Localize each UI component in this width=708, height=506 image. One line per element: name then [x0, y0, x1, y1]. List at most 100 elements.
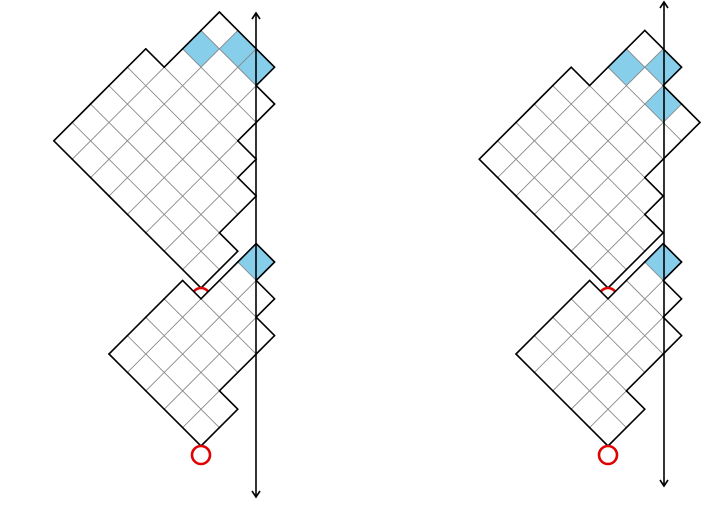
diagram-outline: [662, 242, 683, 263]
diagram-outline: [89, 84, 110, 105]
diagram-outline: [662, 261, 683, 282]
diagram-outline: [237, 195, 258, 216]
left-top-diagram: [52, 11, 276, 308]
diagram-outline: [515, 334, 536, 355]
diagram-outline: [237, 242, 258, 263]
diagram-outline: [551, 232, 573, 252]
diagram-outline: [108, 353, 129, 374]
diagram-outline: [478, 158, 499, 179]
diagram-outline: [255, 242, 276, 263]
diagram-outline: [662, 47, 683, 68]
left-vertical-axis: [251, 11, 261, 499]
diagram-outline: [52, 121, 73, 142]
diagram-outline: [533, 84, 554, 105]
diagram-outline: [643, 242, 665, 263]
diagram-outline: [515, 195, 536, 216]
diagram-outline: [108, 195, 129, 216]
diagram-outline: [496, 121, 517, 142]
diagram-outline: [255, 47, 276, 68]
diagram-outline: [237, 121, 258, 142]
diagram-outline: [145, 389, 165, 411]
diagram-outline: [200, 268, 221, 289]
diagram-outline: [643, 353, 665, 374]
diagram-outline: [200, 279, 221, 300]
diagram-outline: [662, 140, 683, 160]
diagram-outline: [145, 297, 165, 319]
diagram-outline: [625, 408, 646, 429]
diagram-outline: [662, 84, 683, 105]
diagram-outline: [662, 279, 683, 300]
diagram-outline: [680, 121, 701, 142]
diagram-outline: [126, 47, 147, 68]
arrow-down-icon: [659, 479, 669, 488]
diagram-outline: [181, 29, 202, 50]
diagram-outline: [218, 11, 239, 32]
diagram-outline: [163, 47, 184, 68]
diagram-outline: [680, 103, 701, 124]
left-bottom-diagram: [108, 242, 276, 466]
diagram-outline: [108, 334, 129, 355]
diagram-outline: [126, 213, 147, 234]
diagram-outline: [607, 268, 628, 289]
diagram-outline: [496, 176, 517, 197]
diagram-outline: [662, 297, 683, 319]
diagram-outline: [163, 408, 184, 429]
diagram-outline: [551, 389, 573, 411]
diagram-outline: [52, 140, 73, 160]
diagram-outline: [89, 176, 110, 197]
corner-marker: [597, 444, 619, 466]
diagram-outline: [643, 213, 665, 234]
diagram-outline: [126, 371, 147, 392]
right-vertical-axis: [659, 0, 669, 488]
arrow-down-icon: [251, 490, 261, 499]
diagram-outline: [551, 297, 573, 319]
diagram-outline: [145, 232, 165, 252]
diagram-outline: [662, 316, 683, 337]
diagram-outline: [237, 140, 258, 160]
diagram-outline: [570, 408, 591, 429]
diagram-outline: [625, 389, 646, 411]
diagram-outline: [71, 103, 92, 124]
diagram-outline: [625, 250, 646, 271]
diagram-outline: [181, 268, 202, 289]
diagram-outline: [607, 426, 628, 447]
diagram-outline: [588, 426, 609, 447]
diagram-outline: [108, 66, 129, 87]
diagram-outline: [533, 316, 554, 337]
diagram-outline: [625, 371, 646, 392]
diagram-outline: [643, 176, 665, 197]
diagram-outline: [237, 353, 258, 374]
diagram-outline: [643, 158, 665, 179]
diagram-outline: [643, 29, 665, 50]
diagram-outline: [625, 29, 646, 50]
diagram-outline: [588, 66, 609, 87]
diagram-outline: [218, 371, 239, 392]
diagram-outline: [237, 29, 258, 50]
diagram-outline: [478, 140, 499, 160]
diagram-outline: [255, 66, 276, 87]
corner-marker: [190, 444, 212, 466]
right-top-diagram: [478, 29, 701, 308]
diagram-outline: [662, 66, 683, 87]
diagram-outline: [255, 261, 276, 282]
diagram-outline: [662, 334, 683, 355]
arrow-up-icon: [251, 11, 261, 20]
diagram-outline: [643, 195, 665, 216]
diagram-outline: [218, 250, 239, 271]
diagram-outline: [200, 11, 221, 32]
diagram-outline: [200, 426, 221, 447]
diagram-outline: [218, 389, 239, 411]
diagram-outline: [515, 103, 536, 124]
diagram-outline: [255, 334, 276, 355]
diagram-outline: [237, 176, 258, 197]
diagram-outline: [533, 371, 554, 392]
diagram-outline: [255, 279, 276, 300]
diagram-outline: [643, 232, 665, 252]
diagram-outline: [255, 103, 276, 124]
diagram-outline: [570, 279, 591, 300]
diagram-outline: [181, 426, 202, 447]
diagram-outline: [607, 47, 628, 68]
diagram-outline: [551, 66, 573, 87]
diagram-outline: [515, 353, 536, 374]
